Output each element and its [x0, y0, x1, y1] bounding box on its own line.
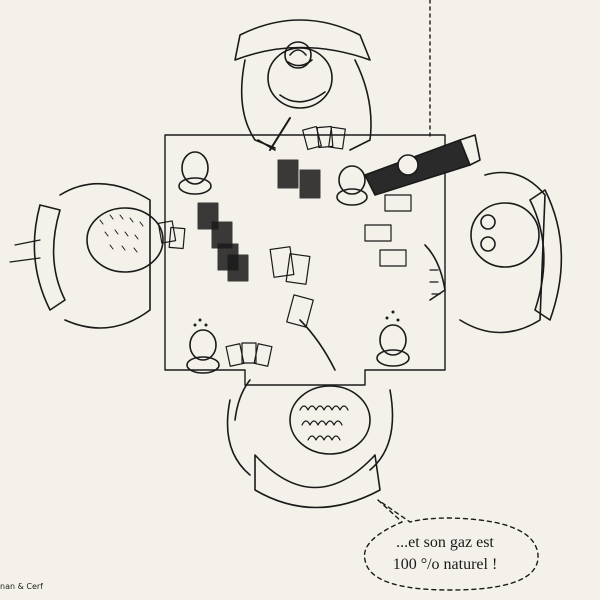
- chair-bottom: [254, 454, 381, 509]
- head-left: [86, 207, 164, 273]
- speech-bubble: [363, 499, 539, 591]
- glass-bottom-left: [186, 318, 220, 374]
- glasses-left: [480, 214, 496, 230]
- cigarette-holder: [269, 117, 291, 151]
- glass-top-left: [178, 151, 212, 195]
- table-cards-light: [269, 194, 412, 328]
- chair-left: [33, 204, 66, 311]
- glass-bottom-right: [376, 310, 410, 367]
- curly-hair: [299, 405, 349, 441]
- cards-top-hand: [302, 125, 346, 151]
- head-top: [267, 47, 333, 109]
- speech-line-2: 100 °/o naturel !: [392, 556, 498, 573]
- mineral-water-bottle: [364, 134, 481, 196]
- chair-right: [529, 189, 563, 321]
- player-top: [234, 19, 372, 151]
- table-cards-dark: [197, 159, 321, 282]
- speech-bubble-text: ...et son gaz est 100 °/o naturel !: [360, 532, 530, 576]
- chair-top: [234, 19, 371, 61]
- artist-credit: nan & Cerf: [0, 582, 43, 591]
- player-right: [424, 171, 563, 334]
- head-bottom: [289, 385, 371, 455]
- player-bottom: [225, 319, 394, 509]
- glasses-right: [480, 236, 496, 252]
- speech-line-1: ...et son gaz est: [396, 534, 494, 551]
- head-right: [470, 202, 540, 268]
- hair-bun: [284, 41, 312, 69]
- cards-left-hand: [157, 220, 186, 250]
- player-left: [9, 182, 186, 329]
- cards-bottom-hand: [225, 342, 273, 367]
- glass-top-right: [336, 165, 368, 206]
